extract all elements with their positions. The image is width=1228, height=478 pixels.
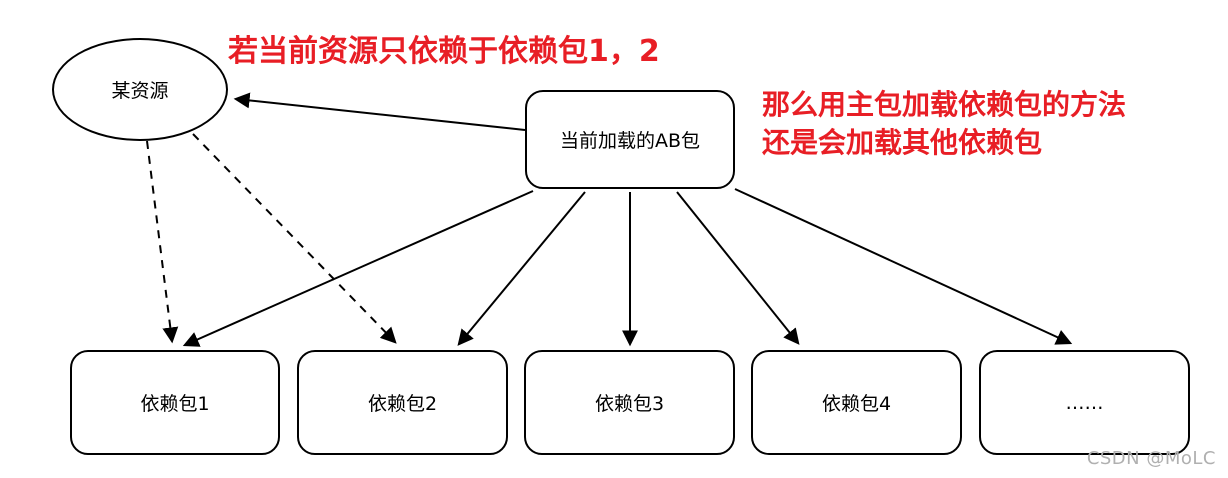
node-dep-4: 依赖包4 — [751, 350, 962, 455]
node-main-bundle: 当前加载的AB包 — [525, 90, 735, 189]
annotation-side-note: 那么用主包加载依赖包的方法 还是会加载其他依赖包 — [762, 86, 1126, 162]
edge-mainbundle-to-resource — [233, 92, 526, 131]
watermark: CSDN @MoLC — [1086, 448, 1216, 469]
node-dep-3-label: 依赖包3 — [594, 393, 665, 415]
edge-resource-to-dep2-dashed — [192, 133, 397, 344]
node-dep-2: 依赖包2 — [297, 350, 508, 455]
node-dep-4-label: 依赖包4 — [821, 393, 892, 415]
node-dep-5-label: …… — [1065, 391, 1104, 414]
node-dep-2-label: 依赖包2 — [367, 393, 438, 415]
node-main-bundle-label: 当前加载的AB包 — [559, 130, 701, 152]
edge-mainbundle-to-dep5 — [734, 188, 1073, 345]
annotation-side-note-line2: 还是会加载其他依赖包 — [762, 126, 1043, 159]
edge-mainbundle-to-dep2 — [457, 191, 586, 346]
edge-mainbundle-to-dep1 — [182, 190, 534, 347]
node-dep-5: …… — [979, 350, 1190, 455]
annotation-top-note: 若当前资源只依赖于依赖包1，2 — [228, 34, 660, 69]
node-dep-1: 依赖包1 — [70, 350, 280, 455]
edge-mainbundle-to-dep4 — [676, 191, 800, 345]
edge-resource-to-dep1-dashed — [146, 140, 179, 344]
node-dep-1-label: 依赖包1 — [140, 393, 210, 415]
node-resource-label: 某资源 — [111, 80, 169, 102]
node-dep-3: 依赖包3 — [524, 350, 735, 455]
node-resource: 某资源 — [52, 38, 228, 141]
annotation-side-note-line1: 那么用主包加载依赖包的方法 — [762, 88, 1127, 121]
